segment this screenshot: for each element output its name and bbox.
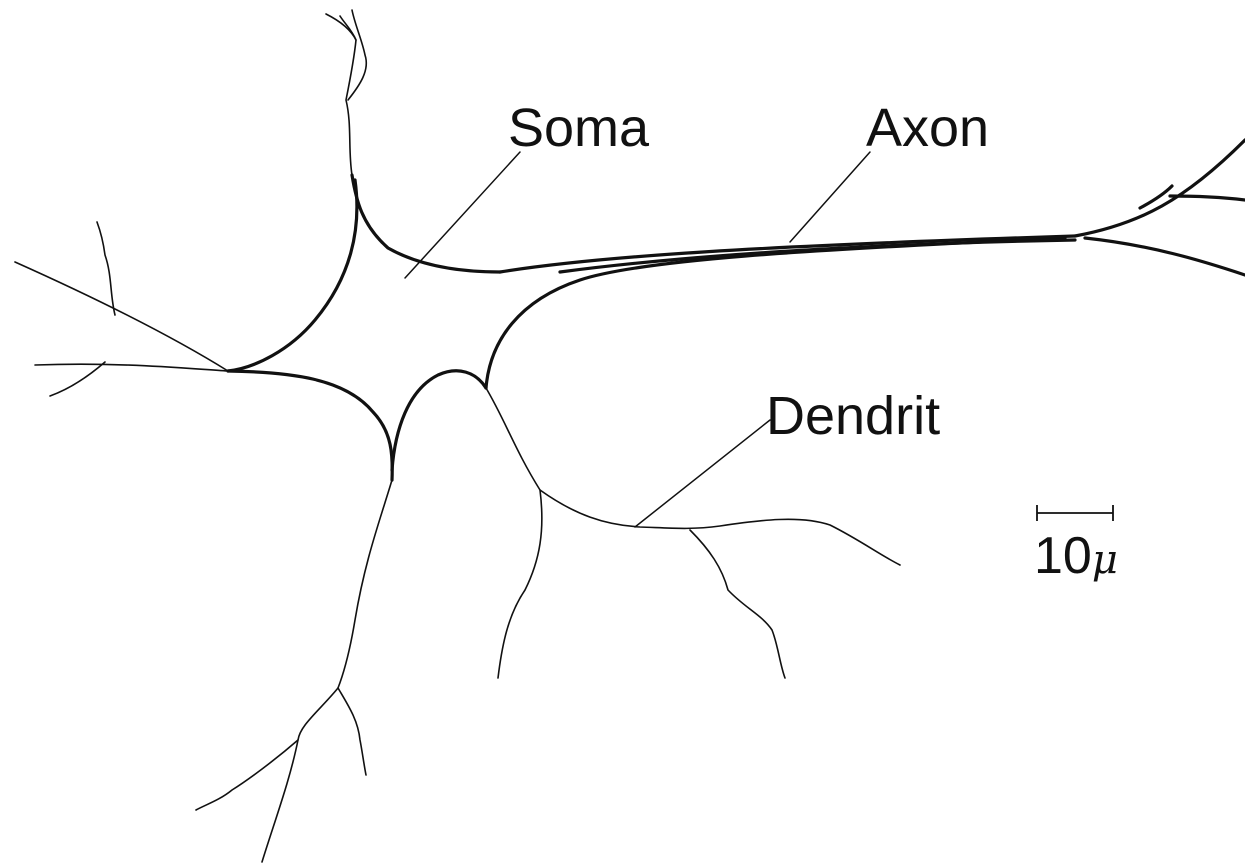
soma-lower-left-edge xyxy=(228,371,392,480)
axon-terminal-lower xyxy=(1085,238,1245,275)
scale-bar-unit: μ xyxy=(1092,537,1118,583)
dendrite-top xyxy=(340,16,356,175)
dendrite-left-lower-branch xyxy=(50,362,105,396)
scale-bar-value: 10 xyxy=(1034,527,1092,585)
scale-bar-label: 10μ xyxy=(1034,530,1118,582)
leader-lines xyxy=(405,152,870,527)
axon-terminal-middle xyxy=(1170,196,1245,200)
dendrite-right-down-branch xyxy=(498,490,542,678)
dendrit-leader-line xyxy=(635,420,770,527)
scale-bar xyxy=(1037,505,1113,521)
axon-label: Axon xyxy=(866,101,989,155)
dendrite-bottom xyxy=(262,480,392,862)
soma-left-edge xyxy=(228,180,357,371)
dendrite-left-long xyxy=(15,262,228,371)
dendrit-label: Dendrit xyxy=(766,389,940,443)
axon xyxy=(500,140,1245,275)
axon-leader-line xyxy=(790,152,870,242)
dendrite-left-lower xyxy=(35,364,228,371)
soma-notch xyxy=(392,371,486,470)
dendrite-bottom-branch-right xyxy=(338,688,366,775)
soma-leader-line xyxy=(405,152,520,278)
soma-label: Soma xyxy=(508,101,649,155)
soma-upper-left-edge xyxy=(352,175,500,272)
soma-lower-right-edge xyxy=(486,238,1065,388)
dendrite-top-branch-right xyxy=(348,10,366,100)
dendrite-right-second-branch xyxy=(690,530,785,678)
axon-terminal-upper xyxy=(1075,140,1245,236)
